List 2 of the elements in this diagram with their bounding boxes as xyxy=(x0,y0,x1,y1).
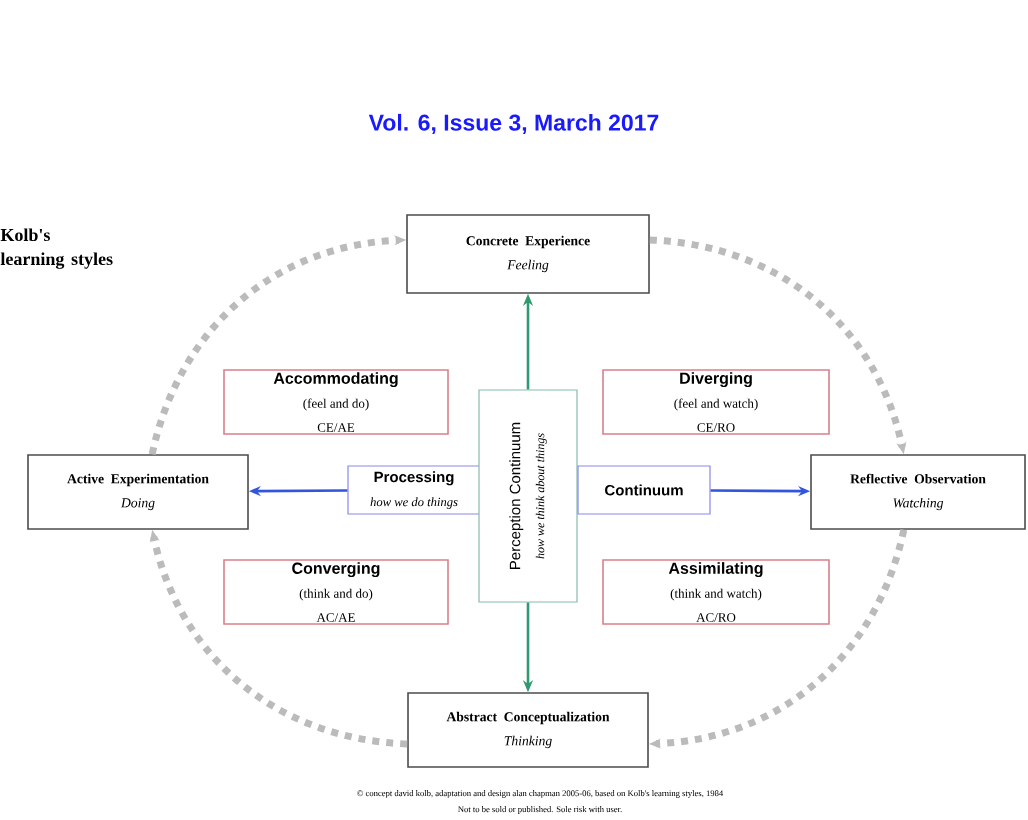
issue-line: Vol. 6, Issue 3, March 2017 xyxy=(368,113,659,135)
title: Kolb's learning styles xyxy=(0,228,113,269)
